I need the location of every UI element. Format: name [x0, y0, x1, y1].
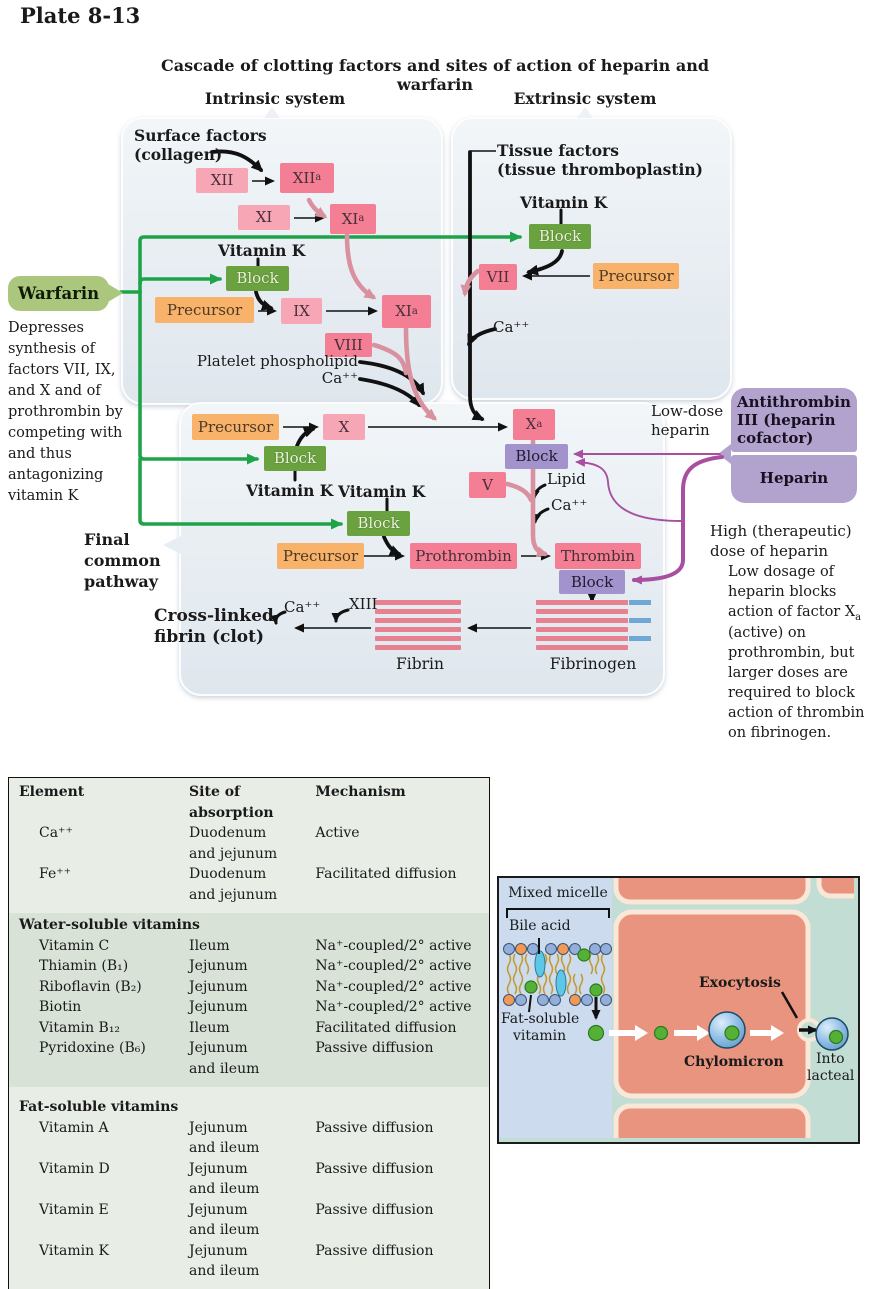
extrinsic-panel-tail — [577, 107, 593, 118]
factor-viii-box: VIII — [325, 333, 372, 357]
factor-v-box: V — [469, 472, 506, 498]
table-row: Thiamin (B₁) Jejunum Na⁺-coupled/2° acti… — [39, 958, 472, 974]
vitamin-k-label-1: Vitamin K — [218, 241, 306, 260]
chylomicron-label: Chylomicron — [684, 1054, 784, 1070]
factor-x-box: X — [323, 414, 365, 440]
heparin-dosage-note: Low dosage of heparin blocks action of f… — [728, 564, 865, 741]
table-row: Vitamin B₁₂ Ileum Facilitated diffusion — [39, 1019, 457, 1036]
fibrinogen-stack — [536, 600, 651, 650]
heparin-box: Heparin — [731, 455, 857, 503]
warfarin-note: Depresses synthesis of factors VII, IX, … — [8, 320, 123, 504]
section-header-row: Water-soluble vitamins — [19, 917, 200, 933]
micelle-figure-graphics — [499, 878, 854, 1138]
precursor-box-vii: Precursor — [593, 263, 679, 289]
header-mechanism: Mechanism — [315, 784, 406, 800]
header-element: Element — [19, 784, 85, 800]
calcium-label-2: Ca⁺⁺ — [493, 318, 530, 336]
precursor-box-ix: Precursor — [155, 297, 254, 323]
cross-linked-fibrin-label: Cross-linked fibrin (clot) — [154, 606, 274, 647]
antithrombin-box: Antithrombin III (heparin cofactor) — [731, 388, 857, 452]
block-box-thrombin: Block — [559, 570, 625, 594]
vitamin-k-label-4: Vitamin K — [338, 482, 426, 501]
block-box-prothrombin: Block — [347, 511, 410, 536]
fibrin-label: Fibrin — [396, 655, 444, 673]
intrinsic-panel-tail — [264, 107, 280, 118]
factor-xii-box: XII — [196, 168, 248, 193]
exocytosis-label: Exocytosis — [699, 975, 781, 991]
thrombin-box: Thrombin — [555, 543, 641, 569]
section-header-row: Fat-soluble vitamins — [19, 1099, 179, 1115]
figure-title: Cascade of clotting factors and sites of… — [160, 56, 710, 94]
header-site: Site of absorption — [189, 784, 274, 821]
into-lacteal-label: Into lacteal — [807, 1051, 855, 1084]
vitamin-absorption-figure: Mixed micelle Bile acid Fat-soluble vita… — [497, 876, 860, 1144]
fat-soluble-vitamin-label: Fat-soluble vitamin — [501, 1011, 580, 1044]
vitamin-k-label-3: Vitamin K — [246, 481, 334, 500]
table-row: Biotin Jejunum Na⁺-coupled/2° active — [39, 999, 472, 1015]
platelet-phospholipid-label: Platelet phospholipid — [196, 352, 358, 370]
extrinsic-panel — [451, 117, 732, 400]
table-row: Riboflavin (B₂) Jejunum Na⁺-coupled/2° a… — [39, 978, 472, 995]
table-water-soluble-section: Water-soluble vitamins Vitamin C Ileum N… — [8, 913, 490, 1087]
factor-ix-box: IX — [281, 298, 322, 324]
mixed-micelle-label: Mixed micelle — [508, 885, 608, 901]
block-box-factor-x: Block — [264, 446, 326, 471]
fibrinogen-label: Fibrinogen — [549, 655, 637, 673]
calcium-label-4: Ca⁺⁺ — [284, 598, 321, 616]
bile-acid-label: Bile acid — [509, 918, 571, 934]
high-dose-heparin-label: High (therapeutic) dose of heparin — [710, 522, 852, 560]
precursor-box-x: Precursor — [192, 414, 279, 440]
lipid-label: Lipid — [547, 470, 586, 488]
block-box-extrinsic: Block — [529, 224, 591, 249]
factor-xiii-label: XIII — [349, 595, 378, 613]
cascade-arrows — [119, 149, 731, 633]
warfarin-box-tail — [108, 284, 123, 302]
absorption-table: Element Site of absorption Mechanism Ca⁺… — [8, 777, 490, 1289]
table-header-row: Element Site of absorption Mechanism — [9, 778, 490, 824]
extrinsic-system-label: Extrinsic system — [513, 89, 657, 108]
factor-vii-box: VII — [479, 264, 517, 290]
surface-factors-label: Surface factors (collagen) — [134, 126, 267, 164]
factor-xi-box: XI — [238, 205, 290, 230]
plate-number: Plate 8-13 — [20, 3, 141, 28]
vitamin-k-label-2: Vitamin K — [520, 193, 608, 212]
table-minerals-section: Element Site of absorption Mechanism Ca⁺… — [9, 778, 490, 914]
tissue-factors-label: Tissue factors (tissue thromboplastin) — [497, 141, 704, 179]
calcium-label-3: Ca⁺⁺ — [551, 496, 588, 514]
prothrombin-box: Prothrombin — [410, 543, 517, 569]
block-box-intrinsic: Block — [226, 266, 289, 291]
precursor-box-prothrombin: Precursor — [277, 543, 364, 569]
calcium-label-1: Ca⁺⁺ — [321, 369, 358, 387]
fibrin-stack — [375, 600, 461, 650]
low-dose-heparin-label: Low-dose heparin — [651, 402, 724, 439]
intrinsic-system-label: Intrinsic system — [204, 89, 346, 108]
warfarin-box: Warfarin — [8, 276, 109, 311]
table-row: Vitamin C Ileum Na⁺-coupled/2° active — [39, 937, 472, 954]
block-box-xa: Block — [505, 444, 568, 469]
final-common-pathway-label: Final common pathway — [84, 530, 161, 591]
